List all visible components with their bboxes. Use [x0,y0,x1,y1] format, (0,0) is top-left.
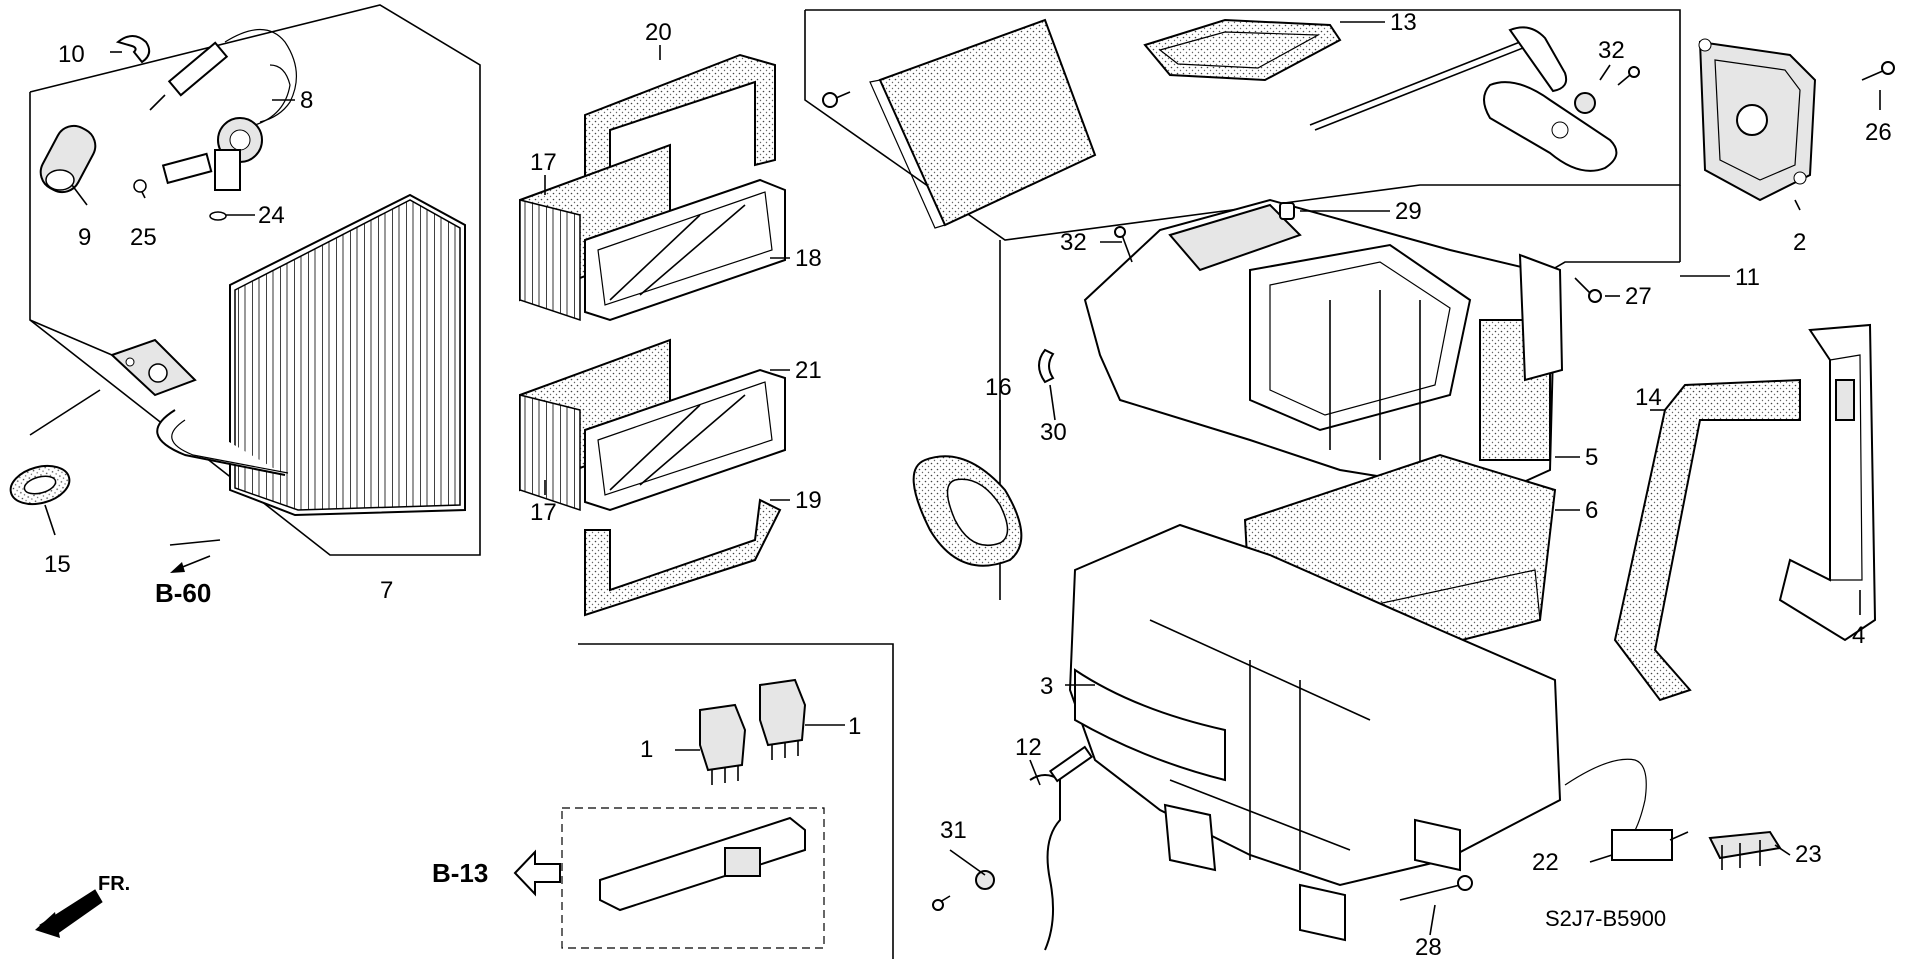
label-part-3: 3 [1040,673,1053,700]
upper-case-5 [1083,198,1564,497]
label-part-21: 21 [795,357,822,384]
label-part-23: 23 [1795,841,1822,868]
label-part-12: 12 [1015,734,1042,761]
label-part-25: 25 [130,224,157,251]
cover-4 [1778,323,1877,642]
label-part-9: 9 [78,224,91,251]
connector-23 [1708,830,1782,870]
reference-b13-label: B-13 [432,858,488,888]
clip-29 [1279,202,1295,220]
label-part-10: 10 [58,41,85,68]
o-ring-24 [209,211,227,221]
relay-box-inset [599,816,806,912]
label-part-7: 7 [380,577,393,604]
label-part-17-upper: 17 [530,149,557,176]
filter-seal-19 [584,498,782,617]
o-ring-25 [133,179,147,193]
label-part-16: 16 [985,374,1012,401]
seal-14 [1613,378,1801,702]
label-part-31: 31 [940,817,967,844]
seal-16 [912,455,1023,567]
inset-box-b13 [561,643,894,959]
seal-13 [1143,18,1342,82]
label-part-28: 28 [1415,934,1442,959]
screw-26 [1861,61,1895,81]
filter-frame-18 [584,178,786,322]
label-part-1-right: 1 [848,713,861,740]
label-part-29: 29 [1395,198,1422,225]
label-part-32-case: 32 [1060,229,1087,256]
leader-lines [29,21,1881,936]
label-part-27: 27 [1625,283,1652,310]
reference-b13: B-13 [432,849,561,897]
label-part-5: 5 [1585,444,1598,471]
label-part-6: 6 [1585,497,1598,524]
screw-filter-door [822,91,851,108]
front-indicator: FR. [35,873,130,938]
label-part-2: 2 [1793,229,1806,256]
screw-32-top [1617,66,1640,86]
relay-right [759,678,807,760]
label-part-4: 4 [1852,622,1865,649]
label-part-24: 24 [258,202,285,229]
filter-element-top [869,18,1097,229]
motor-actuator-2 [1698,38,1817,202]
label-part-32-top: 32 [1598,37,1625,64]
label-part-8: 8 [300,87,313,114]
label-part-14: 14 [1635,384,1662,411]
label-part-22: 22 [1532,849,1559,876]
screw-28 [1399,875,1473,901]
label-part-15: 15 [44,551,71,578]
label-part-20: 20 [645,19,672,46]
wire-harness-12 [1029,745,1094,951]
screw-27 [1574,277,1602,303]
expansion-valve [161,64,291,191]
label-part-11: 11 [1735,264,1760,291]
diagram-code: S2J7-B5900 [1545,906,1666,931]
seal-15 [9,464,71,506]
label-part-26: 26 [1865,119,1892,146]
link-rod-assembly [1309,26,1618,172]
reference-b60-label: B-60 [155,578,211,608]
label-part-13: 13 [1390,9,1417,36]
front-indicator-label: FR. [98,873,130,895]
insulator-9 [39,124,97,194]
label-part-18: 18 [795,245,822,272]
label-part-17-lower: 17 [530,499,557,526]
reference-b60: B-60 [155,555,211,608]
label-part-19: 19 [795,487,822,514]
screw-32-case [1114,226,1133,263]
clip-10 [115,35,151,64]
relay-left [699,703,747,785]
filter-frame-21 [584,368,786,512]
label-part-30: 30 [1040,419,1067,446]
sensor-22 [1564,758,1689,861]
evaporator-core [110,193,466,517]
clip-30 [1038,348,1055,384]
clip-31 [932,870,995,911]
thermostat-sensor [149,29,298,123]
lower-case-3 [1068,523,1562,942]
label-part-1-left: 1 [640,736,653,763]
